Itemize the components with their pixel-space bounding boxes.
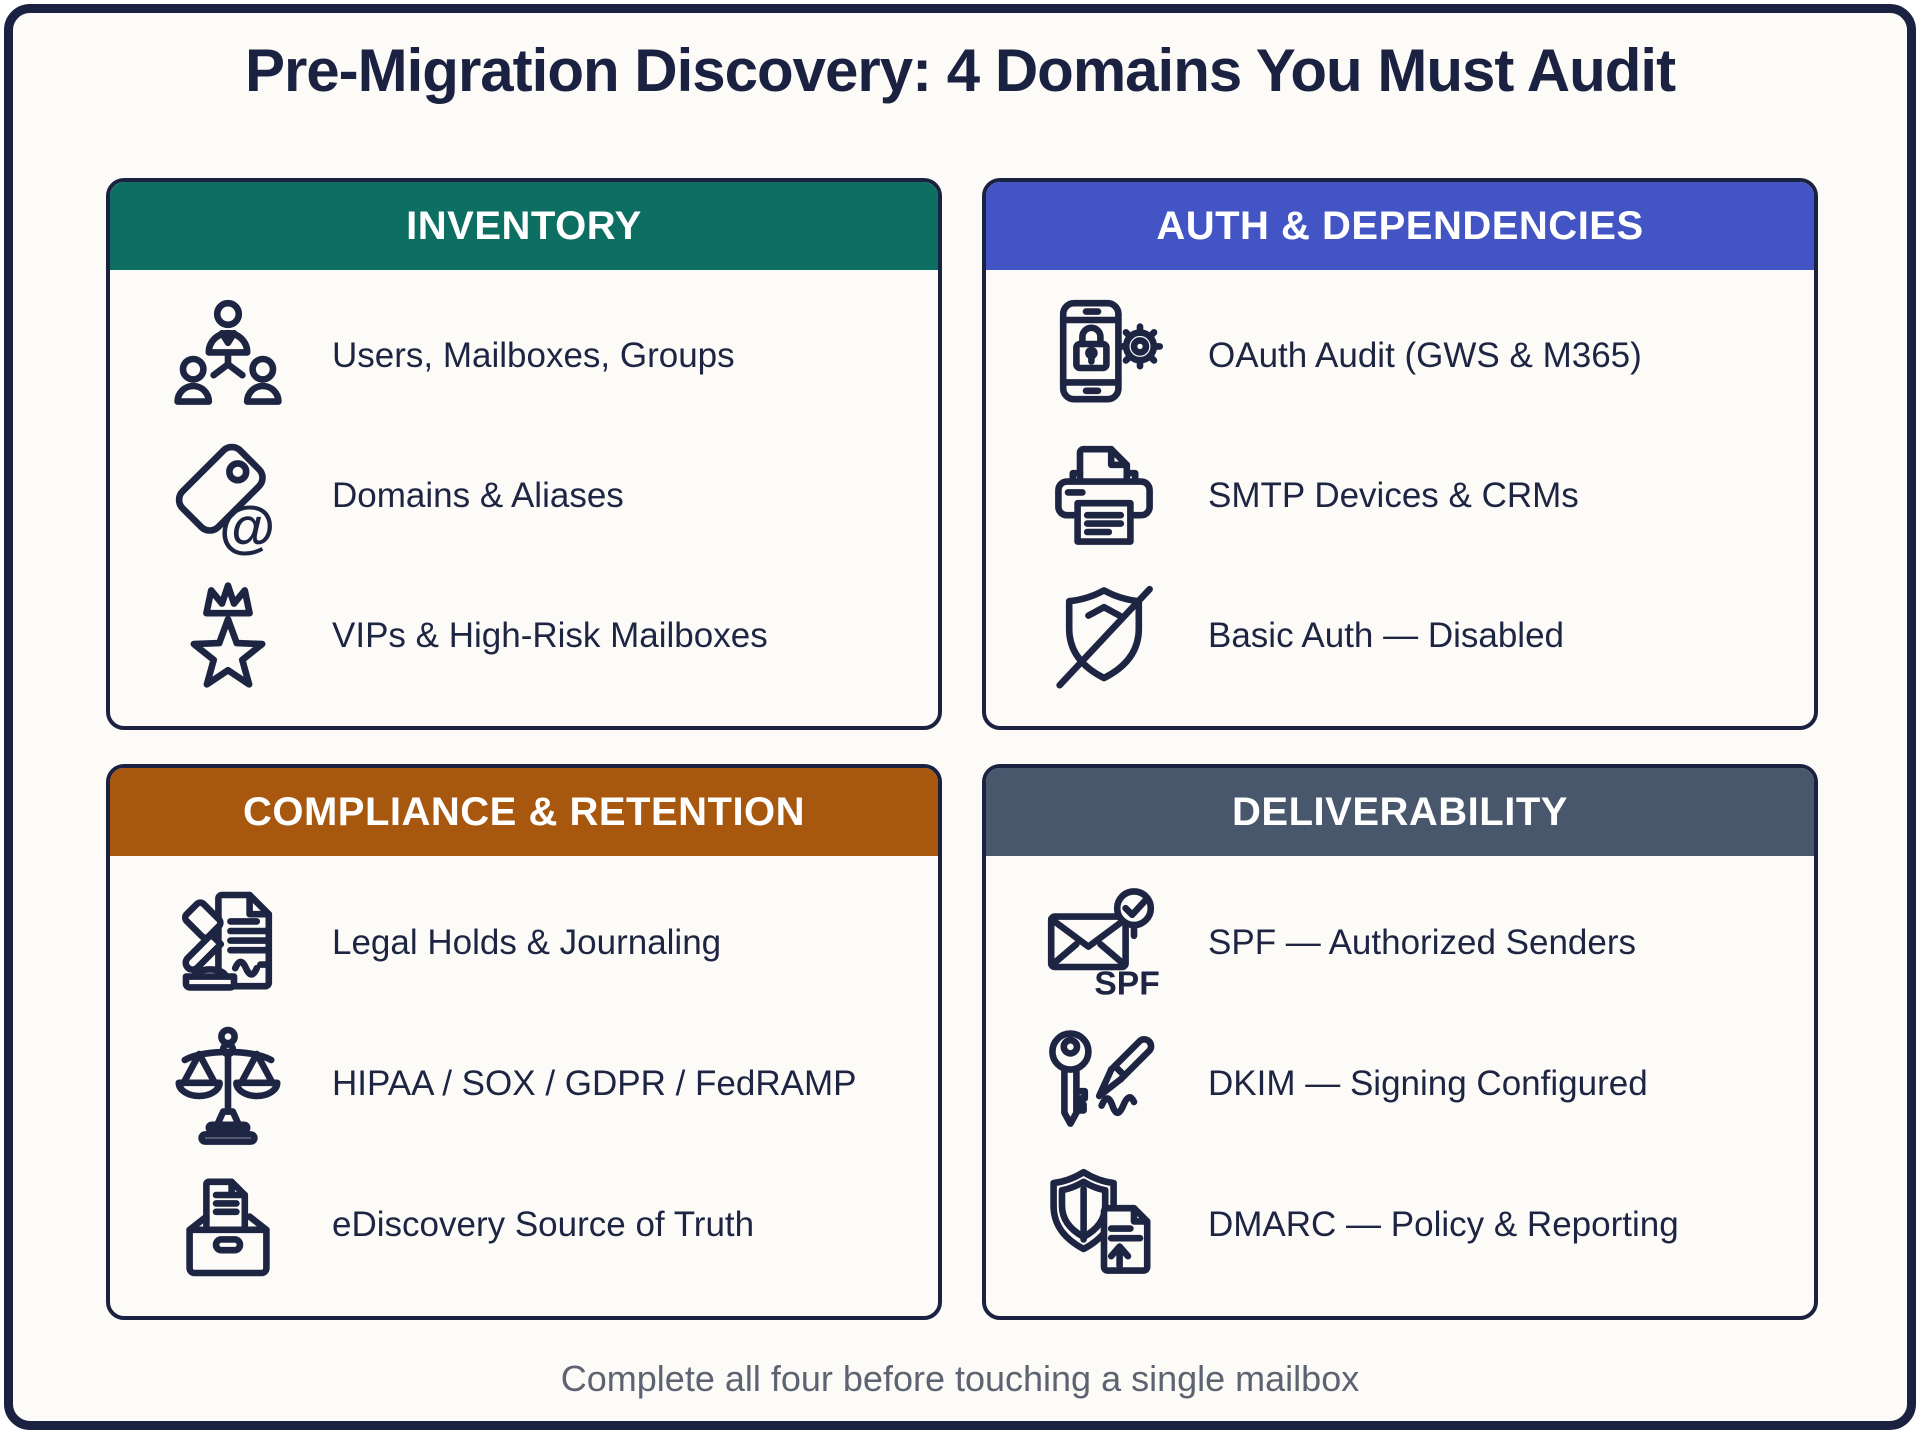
item-label: Users, Mailboxes, Groups	[332, 336, 735, 375]
crown-star-icon	[190, 582, 266, 688]
tag-at-icon: @	[175, 443, 275, 559]
scales-icon	[175, 1026, 281, 1145]
list-item: Legal Holds & Journaling	[168, 883, 918, 1003]
list-item: HIPAA / SOX / GDPR / FedRAMP	[168, 1024, 918, 1145]
card-auth-dependencies: AUTH & DEPENDENCIES OAuth Audit (GWS & M…	[982, 178, 1818, 730]
list-item: Users, Mailboxes, Groups	[168, 296, 918, 416]
card-compliance-retention: COMPLIANCE & RETENTION Legal Holds & Jou…	[106, 764, 942, 1320]
list-item: SPF SPF — Authorized Senders	[1044, 883, 1794, 1003]
item-label: VIPs & High-Risk Mailboxes	[332, 616, 768, 655]
page-title: Pre-Migration Discovery: 4 Domains You M…	[244, 37, 1676, 104]
card-auth-header: AUTH & DEPENDENCIES	[986, 182, 1814, 270]
list-item: SMTP Devices & CRMs	[1044, 436, 1794, 556]
list-item: Basic Auth — Disabled	[1044, 576, 1794, 696]
svg-text:@: @	[219, 495, 275, 559]
item-label: Basic Auth — Disabled	[1208, 616, 1565, 655]
item-label: DKIM — Signing Configured	[1208, 1064, 1648, 1103]
list-item: VIPs & High-Risk Mailboxes	[168, 576, 918, 696]
item-label: HIPAA / SOX / GDPR / FedRAMP	[332, 1064, 857, 1103]
list-item: @ Domains & Aliases	[168, 436, 918, 559]
archive-box-document-icon	[186, 1178, 270, 1277]
card-deliverability-body: SPF SPF — Authorized Senders DKIM — Sign…	[986, 856, 1814, 1316]
list-item: eDiscovery Source of Truth	[168, 1165, 918, 1285]
list-item: DMARC — Policy & Reporting	[1044, 1165, 1794, 1285]
envelope-check-icon: SPF	[1047, 888, 1160, 1003]
item-label: SMTP Devices & CRMs	[1208, 476, 1579, 515]
phone-lock-gear-icon	[1059, 299, 1164, 403]
card-auth-body: OAuth Audit (GWS & M365) SMTP Devices & …	[986, 270, 1814, 726]
org-chart-users-icon	[174, 299, 282, 405]
card-compliance-header: COMPLIANCE & RETENTION	[110, 768, 938, 856]
item-label: Legal Holds & Journaling	[332, 923, 722, 962]
key-pen-signature-icon	[1049, 1030, 1155, 1127]
shield-document-arrow-icon	[1050, 1168, 1151, 1274]
card-deliverability: DELIVERABILITY SPF SPF — Authorized Send…	[982, 764, 1818, 1320]
gavel-document-icon	[181, 891, 273, 991]
svg-text:SPF: SPF	[1094, 966, 1159, 1003]
card-deliverability-header: DELIVERABILITY	[986, 768, 1814, 856]
list-item: DKIM — Signing Configured	[1044, 1024, 1794, 1144]
shield-slash-icon	[1056, 585, 1153, 689]
footer-note: Complete all four before touching a sing…	[560, 1358, 1360, 1399]
item-label: DMARC — Policy & Reporting	[1208, 1205, 1679, 1244]
item-label: Domains & Aliases	[332, 476, 624, 515]
item-label: OAuth Audit (GWS & M365)	[1208, 336, 1642, 375]
cards-grid: INVENTORY Users, Mailboxes, Groups	[106, 178, 1818, 1320]
card-inventory-header: INVENTORY	[110, 182, 938, 270]
card-compliance-body: Legal Holds & Journaling HIPAA / SOX /	[110, 856, 938, 1316]
card-inventory-body: Users, Mailboxes, Groups @ Domains & Ali…	[110, 270, 938, 726]
printer-icon	[1055, 445, 1153, 545]
item-label: eDiscovery Source of Truth	[332, 1205, 755, 1244]
item-label: SPF — Authorized Senders	[1208, 923, 1636, 962]
card-inventory: INVENTORY Users, Mailboxes, Groups	[106, 178, 942, 730]
list-item: OAuth Audit (GWS & M365)	[1044, 296, 1794, 416]
